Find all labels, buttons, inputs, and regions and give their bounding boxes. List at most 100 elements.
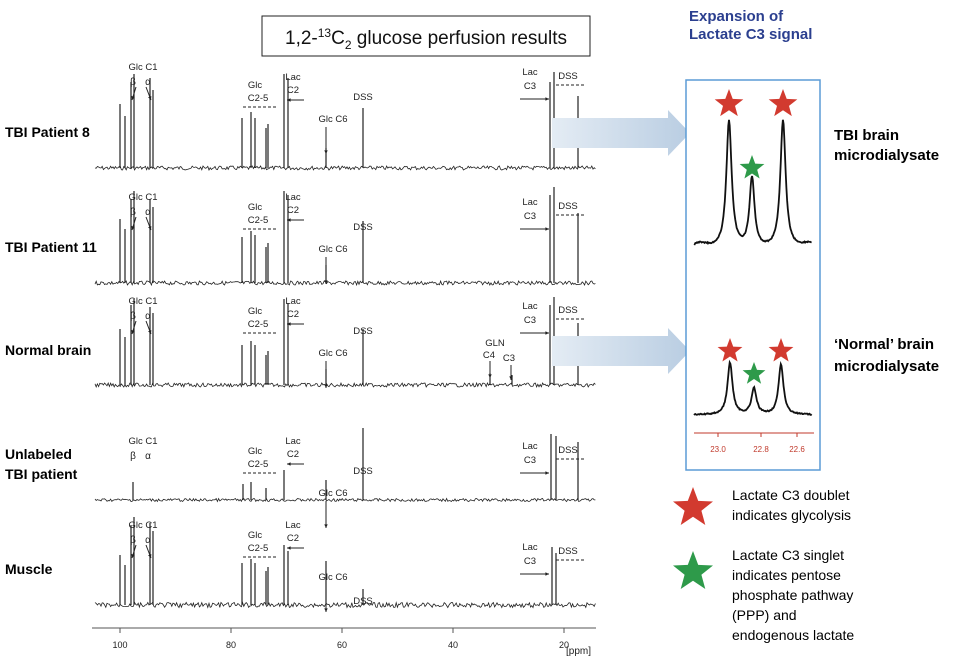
arrow-head bbox=[324, 608, 328, 612]
peak-label: DSS bbox=[353, 596, 373, 607]
legend-green-line4: (PPP) and bbox=[732, 607, 797, 623]
arrow-head bbox=[324, 524, 328, 528]
red-star-icon bbox=[768, 338, 794, 362]
peak-label: DSS bbox=[558, 546, 578, 557]
arrow-head bbox=[324, 384, 328, 388]
peak-label: DSS bbox=[353, 222, 373, 233]
peak-label: Glc bbox=[248, 306, 263, 317]
peak-label: β bbox=[130, 535, 136, 546]
red-star-icon bbox=[714, 89, 744, 117]
red-star-icon bbox=[768, 89, 798, 117]
x-axis-unit: [ppm] bbox=[566, 646, 591, 657]
peak-label: Lac bbox=[285, 192, 301, 203]
peak-label: Glc C1 bbox=[128, 520, 157, 531]
arrow-head bbox=[324, 280, 328, 284]
sample-label-unlabeled-2: TBI patient bbox=[5, 466, 78, 482]
legend-green-line2: indicates pentose bbox=[732, 567, 841, 583]
peak-label: C2-5 bbox=[248, 543, 269, 554]
inset-label-normal-1: ‘Normal’ brain bbox=[834, 336, 934, 353]
sample-label-normal: Normal brain bbox=[5, 342, 91, 358]
peak-label: Lac bbox=[522, 441, 538, 452]
peak-label: α bbox=[145, 77, 151, 88]
expansion-arrow-bottom bbox=[552, 328, 690, 374]
arrow-head bbox=[545, 97, 549, 101]
peak-label: DSS bbox=[558, 201, 578, 212]
peak-label: Lac bbox=[285, 72, 301, 83]
legend: Lactate C3 doublet indicates glycolysis … bbox=[673, 487, 854, 643]
peak-label: Lac bbox=[522, 542, 538, 553]
peak-label: α bbox=[145, 535, 151, 546]
arrow-head bbox=[131, 96, 135, 100]
inset-spectrum-line bbox=[693, 119, 812, 246]
peak-label: C4 bbox=[483, 350, 495, 361]
peak-label: Lac bbox=[522, 197, 538, 208]
legend-red-line2: indicates glycolysis bbox=[732, 507, 851, 523]
arrow-head bbox=[131, 330, 135, 334]
peak-label: C2-5 bbox=[248, 459, 269, 470]
peak-label: α bbox=[145, 207, 151, 218]
arrow-head bbox=[545, 227, 549, 231]
spectrum-baseline bbox=[94, 601, 596, 609]
sample-label-unlabeled: Unlabeled bbox=[5, 446, 72, 462]
arrow-head bbox=[287, 98, 291, 102]
peak-label: C2 bbox=[287, 205, 299, 216]
x-tick-label: 20 bbox=[559, 640, 569, 650]
peak-label: Glc C6 bbox=[318, 488, 347, 499]
arrow-head bbox=[148, 554, 152, 558]
sample-label-muscle: Muscle bbox=[5, 561, 53, 577]
sample-label-tbi11: TBI Patient 11 bbox=[5, 239, 97, 255]
arrow-head bbox=[148, 96, 152, 100]
inset-label-tbi-2: microdialysate bbox=[834, 147, 939, 164]
peak-label: C2-5 bbox=[248, 215, 269, 226]
arrow-head bbox=[509, 376, 513, 380]
inset-tick-label: 22.6 bbox=[789, 445, 805, 454]
peak-label: α bbox=[145, 311, 151, 322]
legend-red-line1: Lactate C3 doublet bbox=[732, 487, 850, 503]
peak-label: DSS bbox=[558, 71, 578, 82]
peak-label: Glc bbox=[248, 202, 263, 213]
legend-green-line1: Lactate C3 singlet bbox=[732, 547, 844, 563]
green-star-icon bbox=[742, 362, 766, 384]
peak-label: DSS bbox=[353, 92, 373, 103]
peak-label: C2 bbox=[287, 85, 299, 96]
legend-green-line5: endogenous lactate bbox=[732, 627, 854, 643]
expansion-arrow-top bbox=[552, 110, 690, 156]
main-title: 1,2-13C2 glucose perfusion results bbox=[285, 26, 567, 52]
spectrum-baseline bbox=[94, 497, 596, 503]
x-tick-label: 60 bbox=[337, 640, 347, 650]
red-star-icon bbox=[673, 487, 713, 525]
peak-label: β bbox=[130, 207, 136, 218]
arrow-head bbox=[488, 374, 492, 378]
inset-label-normal-2: microdialysate bbox=[834, 358, 939, 375]
peak-label: C2 bbox=[287, 449, 299, 460]
arrow-head bbox=[148, 330, 152, 334]
title-box: 1,2-13C2 glucose perfusion results bbox=[261, 15, 591, 57]
spectrum-baseline bbox=[94, 165, 596, 171]
peak-label: C2 bbox=[287, 533, 299, 544]
sample-label-tbi8: TBI Patient 8 bbox=[5, 124, 90, 140]
peak-label: C3 bbox=[503, 353, 515, 364]
peak-label: C2-5 bbox=[248, 93, 269, 104]
peak-label: C2-5 bbox=[248, 319, 269, 330]
spectrum-baseline bbox=[94, 381, 596, 389]
inset-label-tbi-1: TBI brain bbox=[834, 127, 899, 144]
arrow-head bbox=[287, 322, 291, 326]
peak-label: C2 bbox=[287, 309, 299, 320]
arrow-head bbox=[545, 331, 549, 335]
peak-label: β bbox=[130, 77, 136, 88]
peak-label: C3 bbox=[524, 556, 536, 567]
arrow-head bbox=[148, 226, 152, 230]
peak-label: GLN bbox=[485, 338, 505, 349]
green-star-icon bbox=[673, 551, 713, 589]
arrow-head bbox=[287, 546, 291, 550]
peak-label: C3 bbox=[524, 455, 536, 466]
peak-label: DSS bbox=[353, 466, 373, 477]
inset-tick-label: 22.8 bbox=[753, 445, 769, 454]
peak-label: Lac bbox=[285, 520, 301, 531]
peak-label: Lac bbox=[285, 296, 301, 307]
arrow-head bbox=[131, 554, 135, 558]
